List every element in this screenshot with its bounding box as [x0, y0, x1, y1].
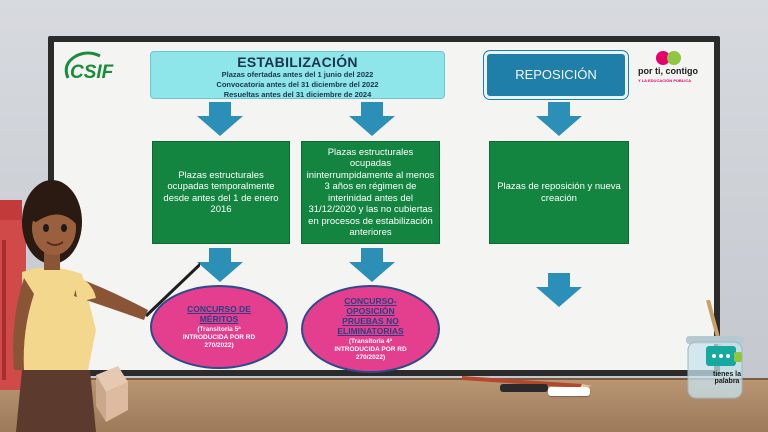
porti-contigo-logo: por ti, contigo Y LA EDUCACIÓN PÚBLICA [638, 50, 710, 88]
reposicion-header: REPOSICIÓN [484, 51, 628, 99]
marker-illustration [500, 384, 548, 392]
tienes-la-palabra-logo: tienes la palabra [712, 371, 741, 385]
concurso-meritos-title: CONCURSO DE MÉRITOS [187, 304, 251, 324]
down-arrow-icon [349, 248, 395, 282]
csif-logo-text: CSIF [70, 62, 115, 83]
porti-logo-subtext: Y LA EDUCACIÓN PÚBLICA [638, 78, 692, 83]
estabilizacion-title: ESTABILIZACIÓN [237, 54, 358, 70]
concurso-meritos-ellipse: CONCURSO DE MÉRITOS (Transitoria 5ª INTR… [150, 285, 288, 369]
down-arrow-icon [197, 248, 243, 282]
plazas-reposicion-box: Plazas de reposición y nueva creación [489, 141, 629, 244]
concurso-meritos-note: (Transitoria 5ª INTRODUCIDA POR RD 270/2… [182, 326, 256, 349]
estabilizacion-line-3: Resueltas antes del 31 diciembre de 2024 [223, 90, 372, 99]
porti-logo-text: por ti, contigo [638, 66, 698, 76]
pencil-jar-illustration [686, 300, 744, 399]
concurso-oposicion-ellipse: CONCURSO-OPOSICIÓN PRUEBAS NO ELIMINATOR… [301, 285, 440, 373]
concurso-oposicion-note: (Transitoria 4ª INTRODUCIDA POR RD 270/2… [334, 338, 407, 361]
plazas-interinidad-box: Plazas estructurales ocupadas ininterrum… [301, 141, 440, 244]
concurso-oposicion-title: CONCURSO-OPOSICIÓN PRUEBAS NO ELIMINATOR… [337, 296, 404, 336]
plazas-temporales-box: Plazas estructurales ocupadas temporalme… [152, 141, 290, 244]
speech-bubbles-icon [656, 51, 681, 65]
down-arrow-icon [197, 102, 243, 136]
eraser-illustration [548, 387, 590, 396]
csif-logo: CSIF [64, 51, 115, 83]
teacher-illustration [13, 180, 200, 432]
estabilizacion-line-2: Convocatoria antes del 31 diciembre del … [216, 80, 379, 89]
estabilizacion-line-1: Plazas ofertadas antes del 1 junio del 2… [221, 70, 374, 79]
down-arrow-icon [349, 102, 395, 136]
down-arrow-icon [536, 273, 582, 307]
down-arrow-icon [536, 102, 582, 136]
estabilizacion-header: ESTABILIZACIÓN Plazas ofertadas antes de… [150, 51, 445, 99]
